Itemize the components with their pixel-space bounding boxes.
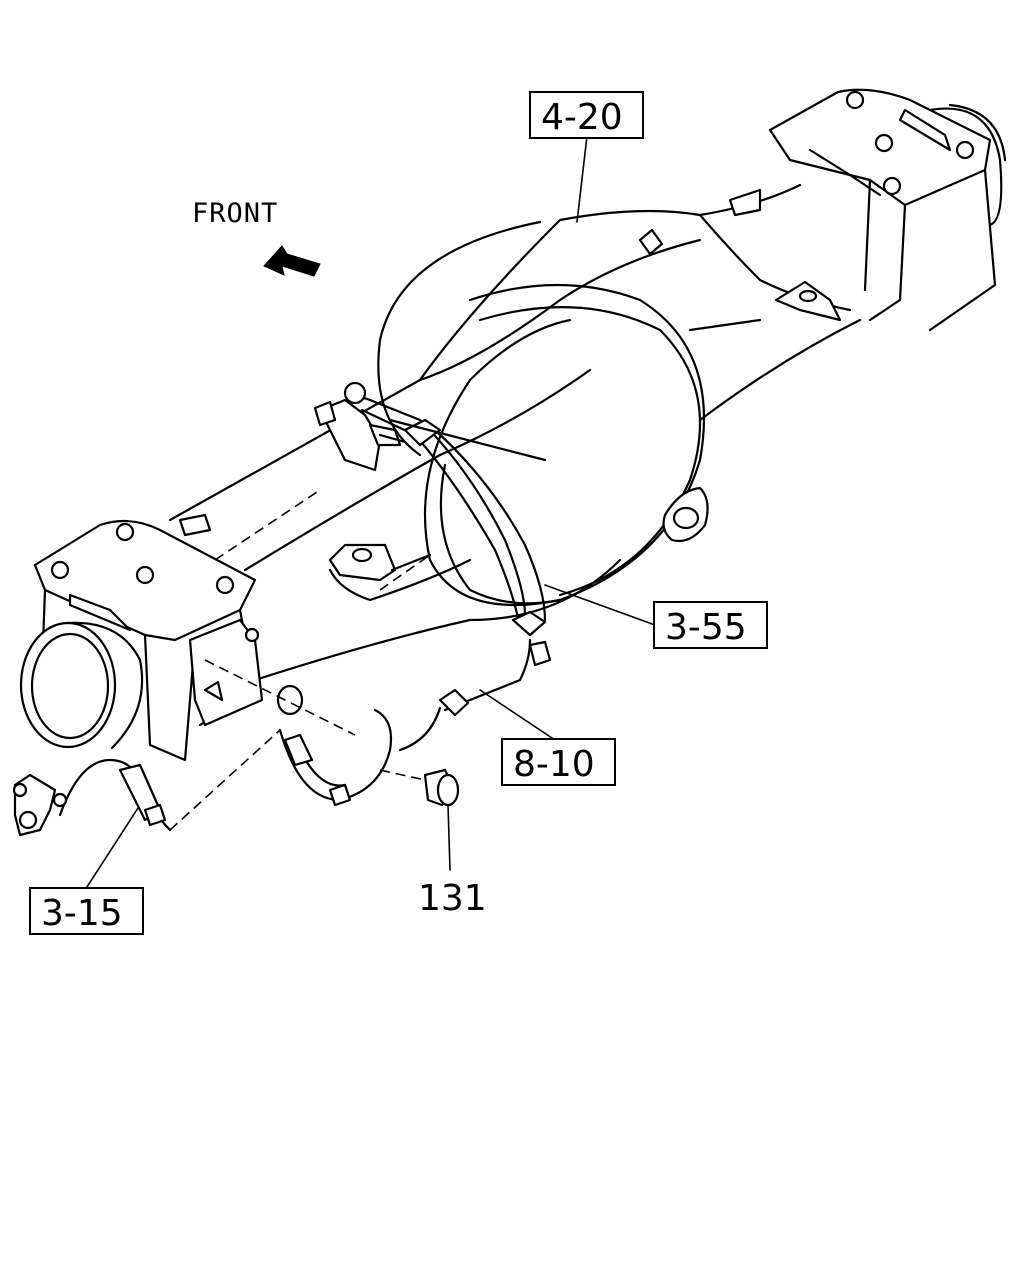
callout-3-55-label: 3-55: [665, 607, 747, 648]
callout-131: 131: [418, 878, 487, 919]
brake-pipe: [398, 638, 556, 752]
callout-4-20-label: 4-20: [541, 97, 623, 138]
brake-hose-assembly: [313, 381, 656, 667]
front-arrow-icon: [263, 245, 321, 277]
front-direction-indicator: FRONT: [192, 198, 321, 277]
callout-3-15-label: 3-15: [41, 893, 123, 934]
callout-8-10: 8-10: [501, 738, 616, 786]
callout-3-15: 3-15: [29, 887, 144, 935]
bolt-131: [379, 768, 460, 871]
callout-131-label: 131: [418, 878, 487, 919]
axle-housing: [19, 88, 1007, 762]
front-label: FRONT: [192, 198, 278, 229]
callout-4-20: 4-20: [529, 91, 644, 139]
callout-8-10-label: 8-10: [513, 744, 595, 785]
callout-3-55: 3-55: [653, 601, 768, 649]
abs-sensor-harness: [12, 659, 393, 891]
